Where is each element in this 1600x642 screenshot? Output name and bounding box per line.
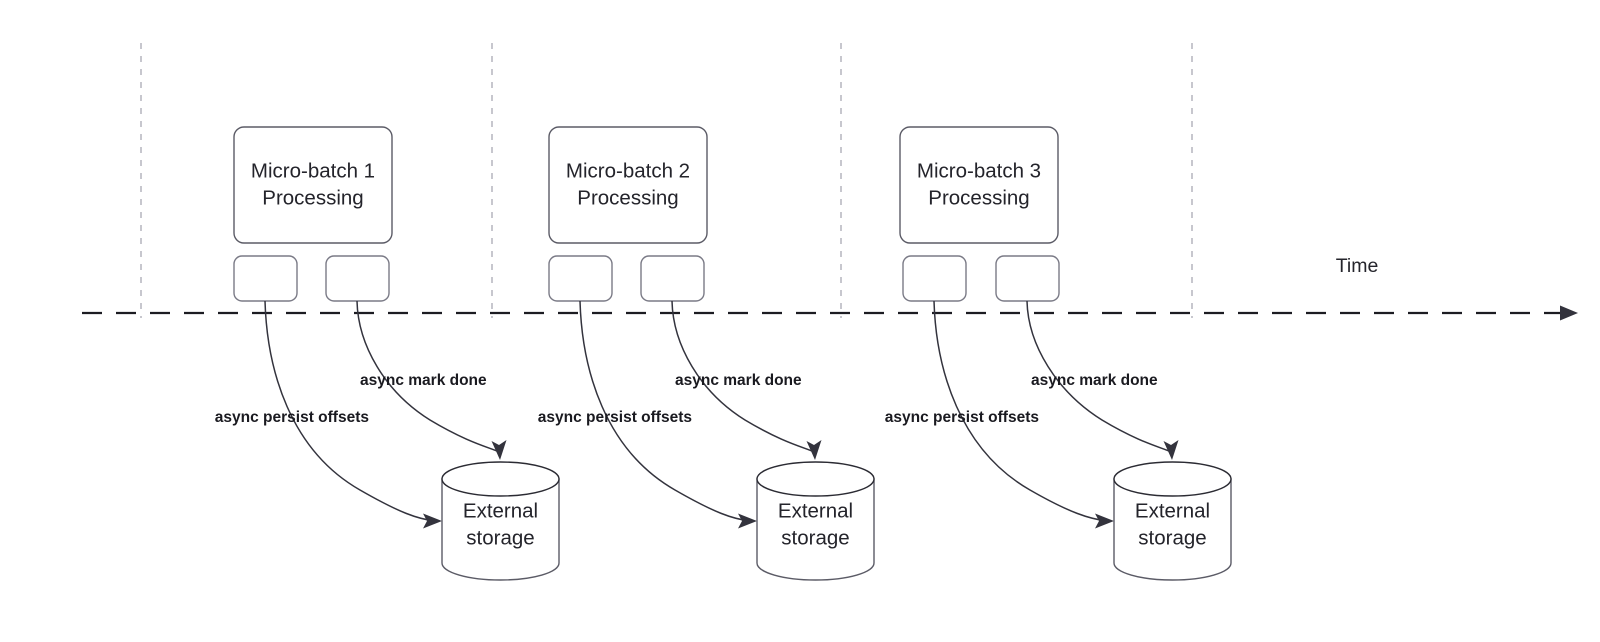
micro-batch-1-mark-done-task[interactable]	[325, 255, 390, 302]
micro-batch-3-async-mark-done-arrowhead-icon	[1163, 440, 1179, 460]
micro-batch-3-box[interactable]	[899, 126, 1059, 244]
micro-batch-3-storage-cylinder-body[interactable]	[1113, 478, 1232, 581]
micro-batch-2-mark-done-task[interactable]	[640, 255, 705, 302]
micro-batch-2-async-mark-done-label: async mark done	[675, 372, 802, 389]
micro-batch-3-async-persist-offsets-arrow	[933, 300, 1108, 522]
batches-layer: Micro-batch 1ProcessingExternalstorageMi…	[233, 126, 1232, 581]
micro-batch-2-box[interactable]	[548, 126, 708, 244]
micro-batch-2-storage-cylinder-top	[756, 461, 875, 497]
micro-batch-1-storage-label-line1: External	[463, 499, 538, 522]
time-axis-label: Time	[1336, 255, 1379, 277]
micro-batch-3-title-line2: Processing	[928, 186, 1029, 209]
micro-batch-1-async-persist-offsets-arrowhead-icon	[423, 513, 442, 529]
micro-batch-2-async-persist-offsets-label: async persist offsets	[538, 409, 692, 426]
micro-batch-1-title-line1: Micro-batch 1	[251, 159, 375, 182]
micro-batch-2-storage-label-line1: External	[778, 499, 853, 522]
micro-batch-1-async-mark-done-arrow	[356, 300, 500, 453]
micro-batch-2-async-mark-done-arrow	[671, 300, 815, 453]
micro-batch-2-storage-cylinder-body[interactable]	[756, 478, 875, 581]
micro-batch-3-async-mark-done-label: async mark done	[1031, 372, 1158, 389]
micro-batch-1-async-persist-offsets-arrow	[264, 300, 436, 522]
micro-batch-2-async-mark-done-arrowhead-icon	[806, 440, 822, 460]
micro-batch-1-async-mark-done-label: async mark done	[360, 372, 487, 389]
micro-batch-1-storage-cylinder-body[interactable]	[441, 478, 560, 581]
micro-batch-3-storage-cylinder-top	[1113, 461, 1232, 497]
micro-batch-2-storage-label-line2: storage	[781, 526, 849, 549]
micro-batch-2-title-line1: Micro-batch 2	[566, 159, 690, 182]
micro-batch-3-async-persist-offsets-arrowhead-icon	[1095, 513, 1114, 529]
micro-batch-1-persist-offsets-task[interactable]	[233, 255, 298, 302]
micro-batch-2-async-persist-offsets-arrowhead-icon	[738, 513, 757, 529]
micro-batch-3-mark-done-task[interactable]	[995, 255, 1060, 302]
micro-batch-2-persist-offsets-task[interactable]	[548, 255, 613, 302]
micro-batch-3-persist-offsets-task[interactable]	[902, 255, 967, 302]
timeline-layer: Time	[82, 255, 1578, 321]
micro-batch-1-async-mark-done-arrowhead-icon	[491, 440, 507, 460]
micro-batch-1-box[interactable]	[233, 126, 393, 244]
edge-labels-layer: async persist offsets async mark done asyn…	[215, 372, 1158, 426]
micro-batch-1-storage-label-line2: storage	[466, 526, 534, 549]
micro-batch-3-storage-label-line1: External	[1135, 499, 1210, 522]
micro-batch-1-async-persist-offsets-label: async persist offsets	[215, 409, 369, 426]
micro-batch-1-storage-cylinder-top	[441, 461, 560, 497]
time-axis-arrow-icon	[1560, 305, 1578, 321]
micro-batch-3-storage-label-line2: storage	[1138, 526, 1206, 549]
micro-batch-3-title-line1: Micro-batch 3	[917, 159, 1041, 182]
micro-batch-1-title-line2: Processing	[262, 186, 363, 209]
micro-batch-3-async-mark-done-arrow	[1026, 300, 1172, 453]
micro-batch-3-async-persist-offsets-label: async persist offsets	[885, 409, 1039, 426]
micro-batch-2-title-line2: Processing	[577, 186, 678, 209]
micro-batch-2-async-persist-offsets-arrow	[579, 300, 751, 522]
